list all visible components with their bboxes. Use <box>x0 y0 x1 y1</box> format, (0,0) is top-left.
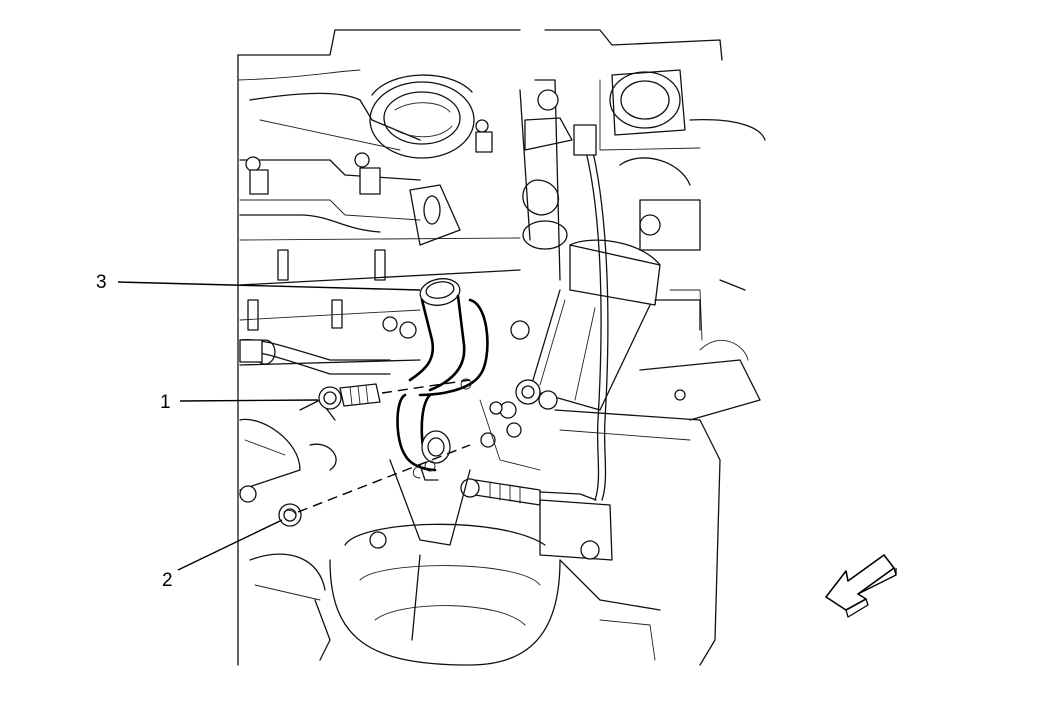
callout-3: 3 <box>96 272 421 293</box>
coolant-tube-assembly <box>396 278 489 481</box>
exhaust-manifold-drawing <box>329 459 561 666</box>
callout-1: 1 <box>160 392 319 413</box>
hose-left-drawing <box>239 339 391 375</box>
view-direction-arrow-icon <box>825 554 897 618</box>
oxygen-sensor-drawing <box>460 478 597 506</box>
engine-block-drawing <box>237 29 766 666</box>
callout-1-label: 1 <box>160 392 171 413</box>
bolt-1-drawing <box>318 383 381 410</box>
callout-3-label: 3 <box>96 272 107 293</box>
throttle-body-drawing <box>599 69 766 151</box>
valve-cover-bolts <box>245 119 493 195</box>
alignment-dash-line-2 <box>297 444 471 513</box>
oil-filler-cap-drawing <box>369 74 475 159</box>
callout-2: 2 <box>162 519 283 591</box>
manifold-studs-drawing <box>239 249 530 366</box>
oil-filter-housing-drawing <box>529 239 661 411</box>
bolt-2-drawing <box>278 503 302 527</box>
callout-2-label: 2 <box>162 570 173 591</box>
